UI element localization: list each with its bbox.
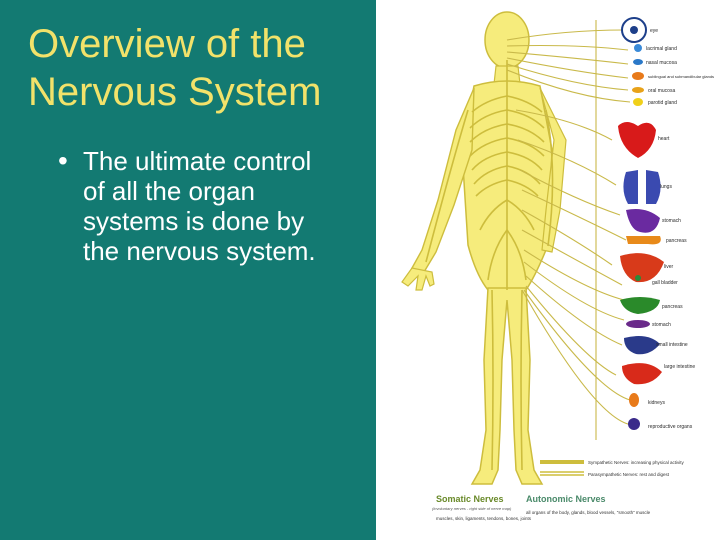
organ-label-parotid-gland: parotid gland bbox=[648, 100, 677, 106]
somatic-heading: Somatic Nerves bbox=[436, 494, 504, 504]
pancreas-organ-lower bbox=[620, 297, 660, 314]
nerve-line-key: Sympathetic Nerves: increasing physical … bbox=[540, 460, 685, 477]
parotid-gland-organ bbox=[633, 98, 643, 106]
small-intestine-organ bbox=[624, 336, 660, 354]
stomach-organ bbox=[626, 209, 660, 233]
nasal-mucosa-organ bbox=[633, 59, 643, 65]
organ-label-eye: eye bbox=[650, 28, 658, 34]
parasympathetic-legend-label: Parasympathetic Nerves: rest and digest bbox=[588, 472, 670, 477]
nervous-system-figure: eye lacrimal gland nasal mucosa sublingu… bbox=[376, 0, 720, 540]
stomach-organ-lower bbox=[626, 320, 650, 328]
bullet-list: • The ultimate control of all the organ … bbox=[58, 146, 358, 266]
kidneys-organ bbox=[629, 393, 639, 407]
oral-mucosa-organ bbox=[632, 87, 644, 93]
organ-label-lacrimal-gland: lacrimal gland bbox=[646, 46, 677, 52]
organ-label-nasal-mucosa: nasal mucosa bbox=[646, 60, 677, 66]
liver-organ bbox=[620, 253, 664, 282]
somatic-subheading: (involuntary nerves - right side of nerv… bbox=[432, 506, 512, 511]
somatic-description: muscles, skin, ligaments, tendons, bones… bbox=[436, 516, 532, 521]
bullet-item: The ultimate control of all the organ sy… bbox=[83, 146, 333, 266]
organ-label-oral-mucosa: oral mucosa bbox=[648, 88, 675, 94]
nervous-system-diagram: eye lacrimal gland nasal mucosa sublingu… bbox=[376, 0, 720, 540]
organ-label-lungs: lungs bbox=[660, 184, 672, 190]
organ-label-stomach: stomach bbox=[662, 218, 681, 224]
organ-label-pancreas-lower: pancreas bbox=[662, 304, 683, 310]
pancreas-organ bbox=[626, 236, 661, 244]
eye-organ bbox=[622, 18, 646, 42]
autonomic-description: all organs of the body, glands, blood ve… bbox=[526, 510, 651, 515]
nerve-type-legend: Somatic Nerves (involuntary nerves - rig… bbox=[432, 494, 651, 521]
organ-label-small-intestine: small intestine bbox=[656, 342, 688, 348]
organ-label-heart: heart bbox=[658, 136, 670, 142]
organ-label-gall-bladder: gall bladder bbox=[652, 280, 678, 286]
organ-label-large-intestine: large intestine bbox=[664, 364, 695, 370]
organ-label-pancreas: pancreas bbox=[666, 238, 687, 244]
autonomic-heading: Autonomic Nerves bbox=[526, 494, 606, 504]
bullet-marker: • bbox=[58, 146, 68, 176]
title-panel: Overview of the Nervous System • The ult… bbox=[0, 0, 376, 540]
organ-label-liver: liver bbox=[664, 264, 674, 270]
salivary-glands-organ bbox=[632, 72, 644, 80]
reproductive-organs-organ bbox=[628, 418, 640, 430]
organ-label-salivary-glands: sublingual and submandibular glands bbox=[648, 74, 714, 79]
slide-title: Overview of the Nervous System bbox=[28, 20, 368, 116]
large-intestine-organ bbox=[622, 363, 662, 384]
organ-label-stomach-lower: stomach bbox=[652, 322, 671, 328]
lungs-organ bbox=[623, 170, 660, 204]
organ-label-reproductive-organs: reproductive organs bbox=[648, 424, 693, 430]
heart-organ bbox=[618, 122, 656, 158]
organ-label-kidneys: kidneys bbox=[648, 400, 665, 406]
lacrimal-gland-organ bbox=[634, 44, 642, 52]
sympathetic-legend-label: Sympathetic Nerves: increasing physical … bbox=[588, 460, 685, 465]
gall-bladder-organ bbox=[635, 275, 641, 281]
